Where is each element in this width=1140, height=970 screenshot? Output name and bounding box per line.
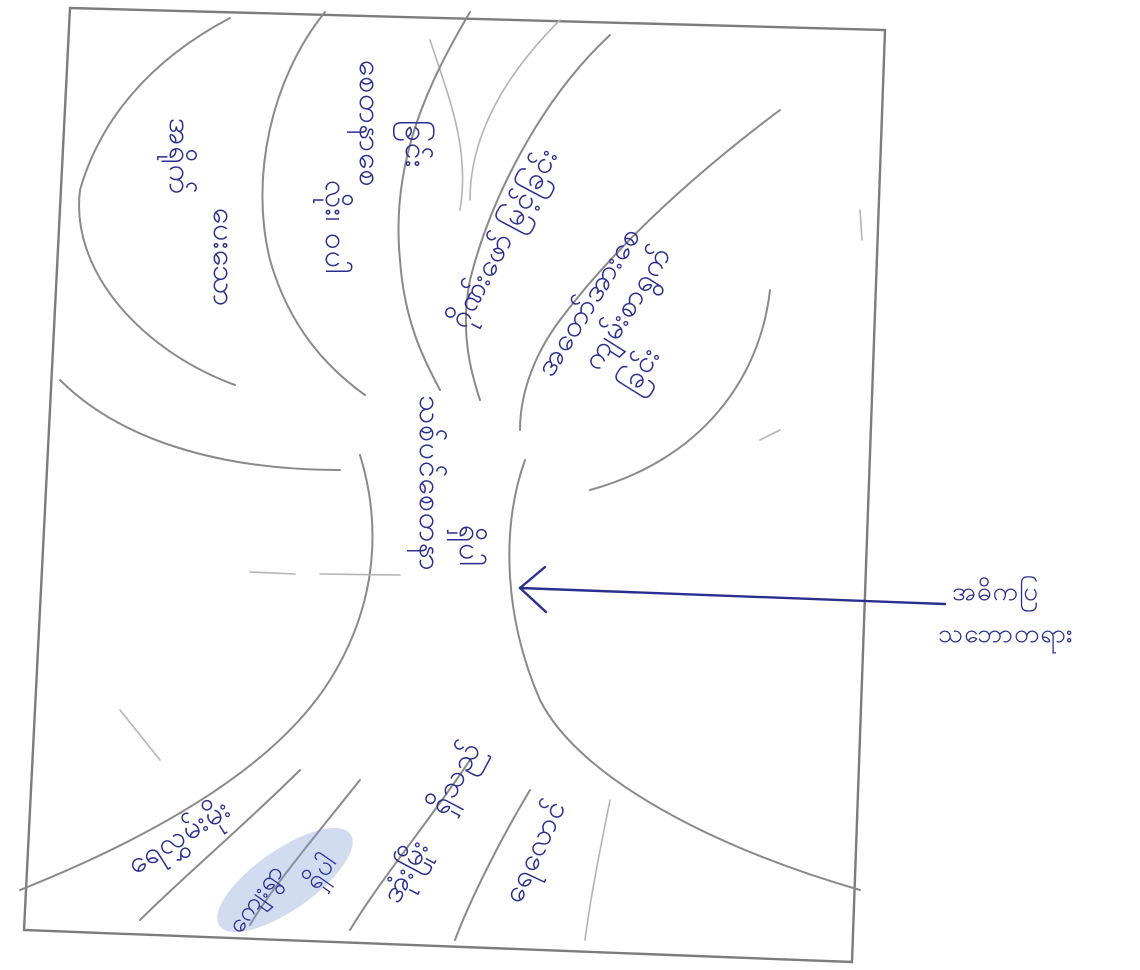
root-3-line-2: ရှိသည် xyxy=(421,735,494,823)
highlight-smudge xyxy=(217,827,353,933)
root-label-1: ရေလွှမ်းမိုး xyxy=(121,791,240,887)
paper-frame xyxy=(22,6,887,964)
trunk-line-2: ရှိပါ xyxy=(446,525,488,567)
pointer-line-1: အဓိကပြ xyxy=(952,574,1039,612)
root-3-line-1: အုံးမြိုး xyxy=(372,832,441,911)
leaf-label-2: စေတနာစေ လိုး၊ ၀ပါ ခြင်း xyxy=(312,60,435,285)
root-lines xyxy=(119,709,611,941)
leaf-label-4: ကျမ်းစာရွက် ခြင်း အတော်အားစေ xyxy=(529,211,727,428)
root-label-3: အုံးမြိုး ရှိသည် xyxy=(372,734,494,912)
root-4-line-1: ရေလောင် xyxy=(496,794,580,911)
leaf-2-line-3: ခြင်း xyxy=(392,120,435,168)
leaf-1-line-1: အရိုက် xyxy=(156,118,197,195)
leaf-label-3: ဂိုဏ်းဖော် မြင့်ခြင်း xyxy=(439,141,570,337)
trunk-lines xyxy=(19,454,861,891)
trunk-line-1: သစ်ပင်စေတနာ xyxy=(406,395,447,572)
leaf-2-line-1: စေတနာစေ xyxy=(346,60,387,187)
root-label-4: ရေလောင် xyxy=(496,794,580,911)
leaf-label-1: အရိုက် ပေးသော xyxy=(156,118,241,307)
leaf-1-line-2: ပေးသော xyxy=(206,208,241,307)
pointer-arrow xyxy=(518,565,947,614)
pointer-line-2: သဘောတရား xyxy=(938,619,1074,654)
branch-lines xyxy=(59,11,863,491)
leaf-2-line-2: လိုး၊ ၀ပါ xyxy=(312,180,354,274)
root-1-line-1: ရေလွှမ်းမိုး xyxy=(121,791,240,887)
leaf-3-line-1: ဂိုဏ်းဖော် xyxy=(441,226,526,337)
trunk-label: သစ်ပင်စေတနာ ရှိပါ xyxy=(406,395,488,582)
pointer-label: အဓိကပြ သဘောတရား xyxy=(938,574,1074,654)
